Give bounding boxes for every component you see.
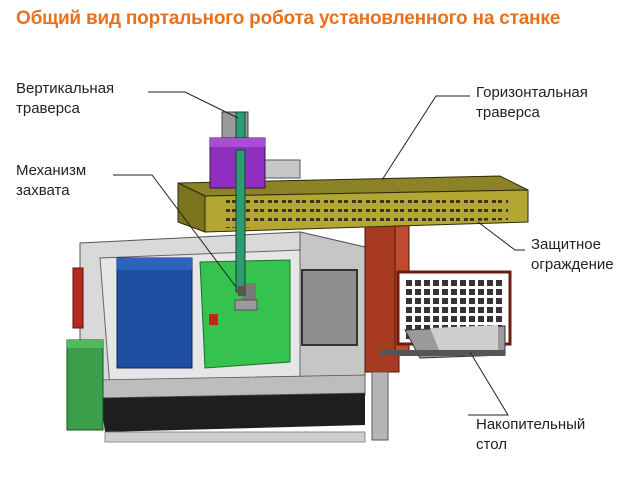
leader-guard [477,221,525,251]
machine-door [116,257,193,369]
leader-lines [113,91,525,416]
storage-table [380,270,512,359]
label-storage-table: Накопительный стол [476,416,586,453]
leader-storage-table [468,351,509,416]
work-area [199,259,291,369]
machine-tool [66,231,366,443]
label-vertical-traverse: Вертикальная траверса [16,80,115,117]
label-horizontal-traverse: Горизонтальная траверса [476,84,588,121]
horizontal-traverse [177,159,529,233]
leader-gripper [113,174,237,288]
leader-horizontal-traverse [381,95,470,181]
electrical-cabinet [66,339,104,431]
diagram-title: Общий вид портального робота установленн… [16,8,561,29]
label-guard: Защитное ограждение [531,236,614,273]
vertical-traverse [209,111,266,296]
label-gripper: Механизм захвата [16,162,87,199]
leader-vertical-traverse [148,91,239,119]
